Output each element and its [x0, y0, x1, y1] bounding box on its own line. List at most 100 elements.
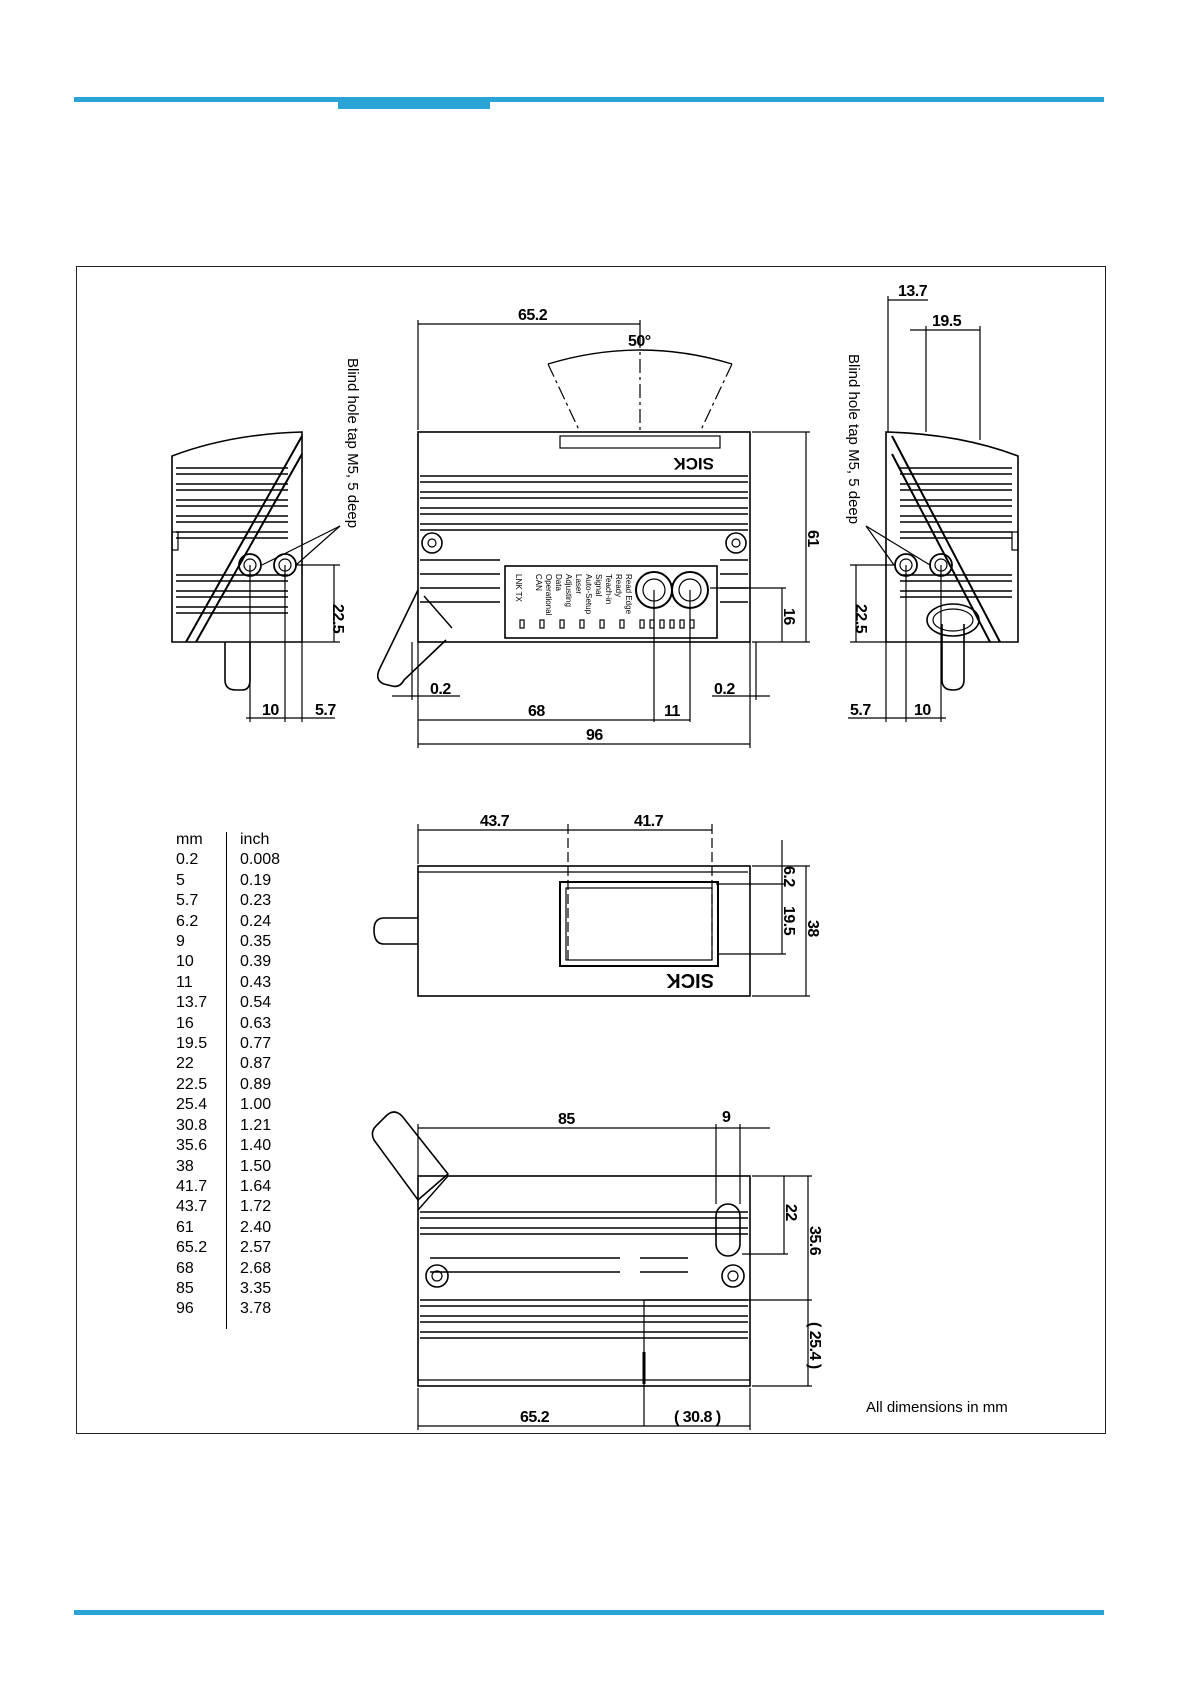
indicator-sub-teach-in: Teach-in	[604, 574, 613, 604]
brand-sick-front: SICK	[673, 454, 714, 473]
dim-35-6: 35.6	[806, 1226, 823, 1256]
dim-22: 22	[782, 1204, 799, 1221]
cell-inch: 0.24	[240, 912, 272, 930]
cell-mm: 35.6	[176, 1137, 208, 1155]
cell-mm: 5	[176, 871, 185, 889]
cell-mm: 16	[176, 1014, 194, 1032]
cell-inch: 0.39	[240, 953, 272, 971]
cell-mm: 10	[176, 953, 194, 971]
angle-50: 50°	[628, 333, 651, 350]
cell-inch: 1.50	[240, 1157, 272, 1175]
indicator-ready: Ready	[614, 574, 623, 597]
indicator-data: Data	[554, 574, 563, 591]
table-row: 41.7 1.64	[172, 1177, 280, 1197]
cell-mm: 30.8	[176, 1116, 208, 1134]
cell-mm: 68	[176, 1259, 194, 1277]
cell-mm: 13.7	[176, 994, 208, 1012]
cell-mm: 85	[176, 1279, 194, 1297]
dim-96: 96	[586, 727, 603, 744]
dim-19-5-right: 19.5	[932, 313, 962, 330]
table-row: 65.2 2.57	[172, 1238, 280, 1258]
dim-65-2-bottom: 65.2	[520, 1409, 550, 1426]
dim-10-left: 10	[262, 702, 279, 719]
header-rule-left	[74, 97, 340, 102]
dim-13-7: 13.7	[898, 283, 928, 300]
cell-inch: 0.19	[240, 871, 272, 889]
dim-5-7-right: 5.7	[850, 702, 871, 719]
cell-inch: 0.89	[240, 1075, 272, 1093]
dim-0-2-left: 0.2	[430, 681, 451, 698]
cell-mm: 96	[176, 1300, 194, 1318]
cell-mm: 11	[176, 973, 193, 991]
cell-mm: 22.5	[176, 1075, 208, 1093]
dim-22-5-right: 22.5	[852, 604, 869, 634]
dim-10-right: 10	[914, 702, 931, 719]
indicator-laser: Laser	[574, 574, 583, 594]
cell-mm: 5.7	[176, 892, 199, 910]
cell-mm: 41.7	[176, 1177, 208, 1195]
dim-5-7-left: 5.7	[315, 702, 336, 719]
drawing-frame	[76, 266, 1106, 1434]
cell-inch: 2.68	[240, 1259, 272, 1277]
indicator-lnk-tx: LNK TX	[514, 574, 523, 603]
cell-mm: 22	[176, 1055, 194, 1073]
note-blind-hole-right: Blind hole tap M5, 5 deep	[845, 354, 862, 524]
indicator-can: CAN	[534, 574, 543, 591]
cell-inch: 0.43	[240, 973, 272, 991]
cell-mm: 19.5	[176, 1035, 208, 1053]
dim-11: 11	[664, 703, 681, 720]
table-row: 25.4 1.00	[172, 1095, 280, 1115]
unit-note: All dimensions in mm	[866, 1399, 1008, 1416]
indicator-sub-operational: Operational	[544, 574, 553, 616]
dim-9: 9	[722, 1109, 731, 1126]
top-view: SICK 43.7 41.7 6.2 19.5 38	[373, 813, 821, 997]
dim-25-4: ( 25.4 )	[806, 1322, 823, 1369]
dim-65-2-top: 65.2	[518, 307, 548, 324]
cell-inch: 1.72	[240, 1198, 272, 1216]
dim-68: 68	[528, 703, 545, 720]
cell-inch: 2.57	[240, 1239, 272, 1257]
cell-mm: 6.2	[176, 912, 199, 930]
indicator-sub-adjusting: Adjusting	[564, 574, 573, 607]
indicator-sub-read-edge: Read Edge	[624, 574, 633, 615]
cell-mm: 0.2	[176, 851, 199, 869]
cell-inch: 1.21	[240, 1116, 272, 1134]
front-view: LNK TX CAN Operational Data Adjusting La…	[376, 307, 821, 748]
dim-41-7: 41.7	[634, 813, 664, 830]
dim-6-2: 6.2	[780, 866, 797, 887]
cell-inch: 0.35	[240, 933, 272, 951]
header-mm: mm	[176, 831, 203, 848]
note-blind-hole-left: Blind hole tap M5, 5 deep	[344, 358, 361, 528]
cell-inch: 3.78	[240, 1300, 272, 1318]
cell-inch: 1.00	[240, 1096, 272, 1114]
header-rule-tab	[338, 97, 490, 109]
cell-inch: 0.87	[240, 1055, 272, 1073]
brand-sick-top: SICK	[666, 969, 714, 991]
cell-mm: 61	[176, 1218, 194, 1236]
header-rule-right	[488, 97, 1104, 102]
cell-inch: 1.64	[240, 1177, 272, 1195]
cell-mm: 43.7	[176, 1198, 208, 1216]
dim-43-7: 43.7	[480, 813, 510, 830]
dim-16: 16	[780, 608, 797, 625]
footer-rule	[74, 1610, 1104, 1615]
dim-0-2-right: 0.2	[714, 681, 735, 698]
indicator-sub-auto-setup: Auto-Setup	[584, 574, 593, 615]
cell-inch: 2.40	[240, 1218, 272, 1236]
cell-mm: 65.2	[176, 1239, 208, 1257]
dim-19-5-top: 19.5	[780, 906, 797, 936]
dim-22-5-left: 22.5	[329, 604, 346, 634]
right-side-view: 5.7 10 22.5 13.7 19.5 Blind hole tap M5,…	[845, 283, 1019, 722]
cell-mm: 25.4	[176, 1096, 208, 1114]
